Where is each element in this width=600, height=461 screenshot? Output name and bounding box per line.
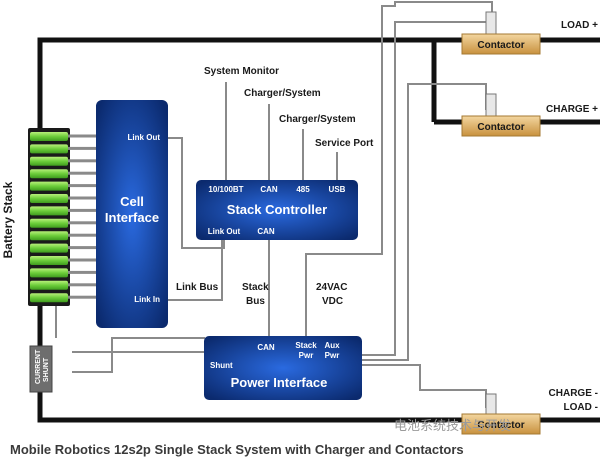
contactor-middle: Contactor (461, 93, 541, 137)
battery-cell (30, 243, 68, 253)
port-can-top: CAN (260, 185, 278, 194)
cell-interface-title-2: Interface (105, 210, 159, 225)
cell-tap-wire (68, 159, 96, 163)
port-usb: USB (329, 185, 346, 194)
vdc-label: VDC (322, 296, 343, 307)
aux-pwr-label-1: Aux (324, 341, 340, 350)
stack-pwr-label-2: Pwr (299, 351, 314, 360)
cell-tap-wire (68, 171, 96, 175)
stack-pwr-label-1: Stack (295, 341, 317, 350)
battery-cell (30, 156, 68, 166)
aux-pwr-label-2: Pwr (325, 351, 340, 360)
battery-cell (30, 206, 68, 216)
cell-tap-wire (68, 184, 96, 188)
cell-link-in-label: Link In (134, 295, 160, 304)
cell-tap-wire (68, 221, 96, 225)
charger-system-label-1: Charger/System (244, 88, 321, 99)
battery-cell (30, 144, 68, 154)
power-interface-title: Power Interface (231, 375, 328, 390)
cell-tap-wire (68, 295, 96, 299)
stack-controller-block: 10/100BT CAN 485 USB Stack Controller Li… (196, 180, 358, 240)
diagram-caption: Mobile Robotics 12s2p Single Stack Syste… (10, 442, 464, 457)
load-plus-label: LOAD + (561, 20, 598, 31)
cell-tap-wire (68, 246, 96, 250)
cell-tap-wire (68, 146, 96, 150)
charger-system-label-2: Charger/System (279, 114, 356, 125)
battery-cell (30, 169, 68, 179)
battery-cell (30, 194, 68, 203)
battery-cell (30, 181, 68, 191)
charge-plus-label: CHARGE + (546, 104, 598, 115)
charge-minus-label: CHARGE - (549, 388, 598, 399)
contactor-middle-label: Contactor (477, 122, 524, 133)
battery-stack (28, 128, 96, 306)
contactor-bottom-label: Contactor (477, 420, 524, 431)
stack-controller-title: Stack Controller (227, 202, 327, 217)
cell-tap-wire (68, 196, 96, 200)
power-interface-block: Shunt CAN Stack Pwr Aux Pwr Power Interf… (204, 336, 362, 400)
current-shunt-label-2: SHUNT (43, 357, 50, 382)
battery-stack-label: Battery Stack (1, 181, 15, 258)
contactor-top: Contactor (461, 11, 541, 55)
system-monitor-label: System Monitor (204, 66, 279, 77)
battery-cell (30, 280, 68, 290)
service-port-label: Service Port (315, 138, 374, 149)
vac-24-label: 24VAC (316, 282, 348, 293)
shunt-label: Shunt (210, 361, 233, 370)
battery-cell (30, 293, 68, 303)
battery-cell (30, 132, 68, 141)
stack-can-bottom-label: CAN (257, 227, 275, 236)
pi-can-label: CAN (257, 343, 275, 352)
battery-cell (30, 256, 68, 265)
current-shunt-label-1: CURRENT (35, 349, 42, 384)
contactor-top-label: Contactor (477, 40, 524, 51)
battery-cell (30, 231, 68, 241)
cell-tap-wire (68, 270, 96, 274)
battery-cell (30, 218, 68, 228)
cell-interface-block: Cell Interface Link Out Link In (96, 100, 168, 328)
power-wires (37, 37, 600, 423)
stack-bus-label-1: Stack (242, 282, 269, 293)
stack-bus-label-2: Bus (246, 296, 265, 307)
cell-tap-wire (68, 258, 96, 262)
cell-tap-wire (68, 233, 96, 237)
cell-link-out-label: Link Out (128, 133, 161, 142)
cell-tap-wire (68, 208, 96, 212)
contactor-bottom: Contactor (461, 393, 541, 435)
link-bus-label: Link Bus (176, 282, 219, 293)
port-10-100bt: 10/100BT (208, 185, 243, 194)
battery-cells (30, 132, 96, 303)
cell-interface-title-1: Cell (120, 194, 144, 209)
battery-cell (30, 268, 68, 278)
port-485: 485 (296, 185, 310, 194)
cell-tap-wire (68, 134, 96, 138)
load-minus-label: LOAD - (564, 402, 598, 413)
stack-link-out-label: Link Out (208, 227, 241, 236)
signal-wires (55, 1, 493, 408)
watermark-text: 电池系统技术与开发 (394, 418, 511, 434)
current-shunt: CURRENT SHUNT (29, 345, 53, 393)
cell-tap-wire (68, 283, 96, 287)
